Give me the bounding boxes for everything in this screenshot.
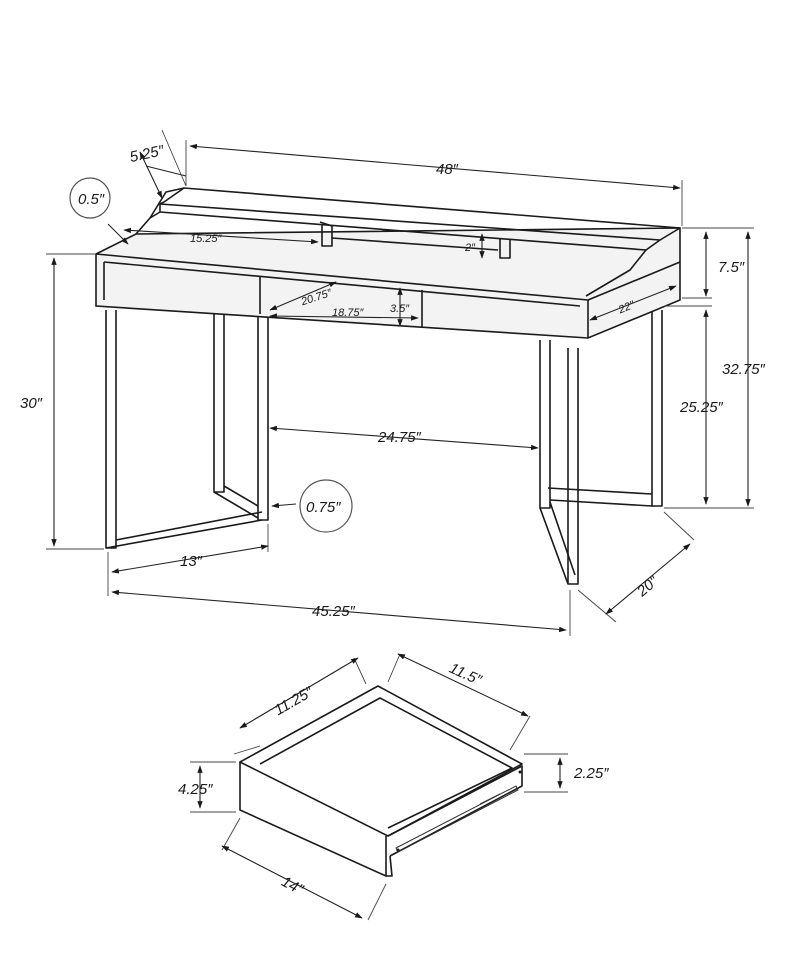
label-thickness-0-5: 0.5″: [78, 191, 105, 208]
label-drawer-2-25: 2.25″: [573, 765, 609, 782]
drawer-drawing: [190, 653, 568, 921]
label-riser-7-5: 7.5″: [718, 259, 745, 276]
label-shelf-15-25: 15.25″: [190, 233, 223, 245]
left-leg-frame: [105, 310, 269, 549]
label-leg-0-75: 0.75″: [306, 499, 341, 516]
drawer-dimension-lines: [190, 653, 568, 921]
label-shelf-2: 2″: [464, 242, 476, 254]
dimension-labels: 48″ 5.25″ 0.5″ 15.25″ 2″ 7.5″ 32.75″ 22″…: [20, 142, 766, 899]
label-drawer-4-25: 4.25″: [178, 781, 213, 798]
leg-callout-circle: [299, 479, 353, 533]
label-height-30: 30″: [20, 395, 43, 412]
label-depth-5-25: 5.25″: [128, 142, 166, 166]
label-leg-13: 13″: [180, 553, 203, 570]
label-drawer-11-5: 11.5″: [447, 660, 485, 689]
label-drawer-11-25: 11.25″: [271, 683, 316, 719]
label-between-24-75: 24.75″: [377, 429, 422, 446]
label-clearance-25-25: 25.25″: [679, 399, 724, 416]
label-total-32-75: 32.75″: [722, 361, 766, 378]
label-base-20: 20″: [633, 572, 662, 600]
desk-dimension-lines: [46, 129, 754, 636]
label-drawer-3-5: 3.5″: [390, 303, 410, 315]
desktop-slab: [95, 227, 681, 339]
label-width-48: 48″: [436, 161, 459, 178]
thickness-callout-circle: [69, 177, 111, 219]
label-drawer-18-75: 18.75″: [332, 307, 365, 319]
label-base-45-25: 45.25″: [312, 603, 356, 620]
desk-drawing: [46, 129, 754, 636]
right-leg-frame: [539, 310, 663, 585]
